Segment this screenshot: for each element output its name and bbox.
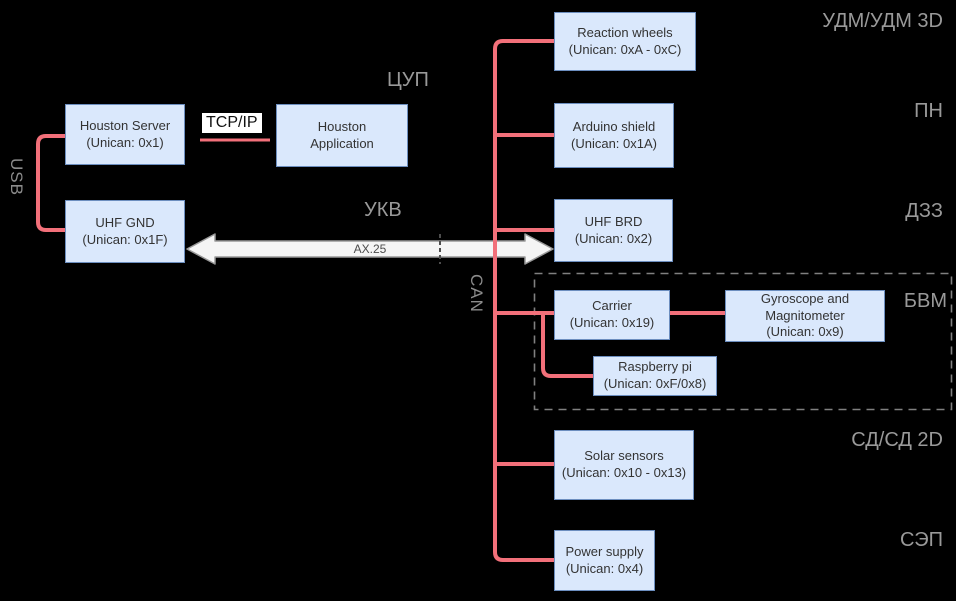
node-arduino-shield: Arduino shield (Unican: 0x1A): [554, 103, 674, 168]
node-title-line2: Magnitometer: [765, 307, 845, 323]
node-title-line2: Application: [310, 135, 374, 151]
node-title: UHF GND: [95, 214, 155, 230]
node-title: Gyroscope and: [760, 290, 850, 306]
node-title: Raspberry pi: [618, 359, 692, 375]
zone-label-vhf: УКВ: [364, 199, 402, 221]
node-title: UHF BRD: [584, 213, 643, 229]
node-houston-application: Houston Application: [276, 104, 408, 167]
node-subtitle: (Unican: 0xF/0x8): [603, 376, 707, 391]
zone-label-pn: ПН: [914, 100, 943, 122]
node-title: Solar sensors: [584, 448, 664, 464]
can-bus-line: [493, 39, 554, 562]
usb-bus-label: USB: [7, 158, 26, 196]
usb-link-line: [36, 134, 65, 232]
zone-label-dzz: ДЗЗ: [905, 200, 943, 222]
bvm-group-outline: [533, 272, 953, 411]
node-title: Power supply: [565, 543, 644, 559]
zone-label-sep: СЭП: [900, 529, 943, 551]
node-title: Houston Server: [79, 117, 171, 133]
node-houston-server: Houston Server (Unican: 0x1): [65, 104, 185, 165]
node-solar-sensors: Solar sensors (Unican: 0x10 - 0x13): [554, 430, 694, 500]
node-subtitle: (Unican: 0x10 - 0x13): [561, 465, 687, 480]
ax25-protocol-label: AX.25: [353, 242, 387, 256]
node-carrier: Carrier (Unican: 0x19): [554, 290, 670, 340]
node-subtitle: (Unican: 0xA - 0xC): [568, 41, 682, 57]
node-subtitle: (Unican: 0x1F): [82, 231, 168, 247]
node-subtitle: (Unican: 0x2): [574, 230, 653, 246]
node-uhf-gnd: UHF GND (Unican: 0x1F): [65, 200, 185, 263]
node-title: Houston: [317, 118, 367, 134]
node-reaction-wheels: Reaction wheels (Unican: 0xA - 0xC): [554, 12, 696, 71]
zone-label-udm: УДМ/УДМ 3D: [822, 10, 943, 32]
tcpip-link-label: TCP/IP: [202, 113, 262, 133]
node-subtitle: (Unican: 0x19): [569, 315, 655, 330]
node-title: Arduino shield: [572, 118, 656, 134]
zone-label-bvm: БВМ: [903, 290, 947, 312]
node-subtitle: (Unican: 0x4): [565, 560, 644, 576]
node-gyroscope-magnitometer: Gyroscope and Magnitometer (Unican: 0x9): [725, 290, 885, 342]
ax25-arrow: [186, 233, 554, 265]
zone-label-sd: СД/СД 2D: [851, 429, 943, 451]
node-title: Reaction wheels: [577, 24, 673, 40]
node-uhf-brd: UHF BRD (Unican: 0x2): [554, 199, 673, 262]
node-subtitle: (Unican: 0x1): [86, 134, 164, 150]
can-bus-label: CAN: [467, 274, 486, 313]
node-raspberry-pi: Raspberry pi (Unican: 0xF/0x8): [593, 356, 717, 396]
node-subtitle: (Unican: 0x9): [766, 324, 844, 340]
carrier-raspberry-link: [541, 313, 593, 378]
node-title: Carrier: [592, 298, 632, 314]
zone-label-mission-control: ЦУП: [387, 69, 429, 91]
node-power-supply: Power supply (Unican: 0x4): [554, 530, 655, 591]
node-subtitle: (Unican: 0x1A): [571, 135, 657, 151]
